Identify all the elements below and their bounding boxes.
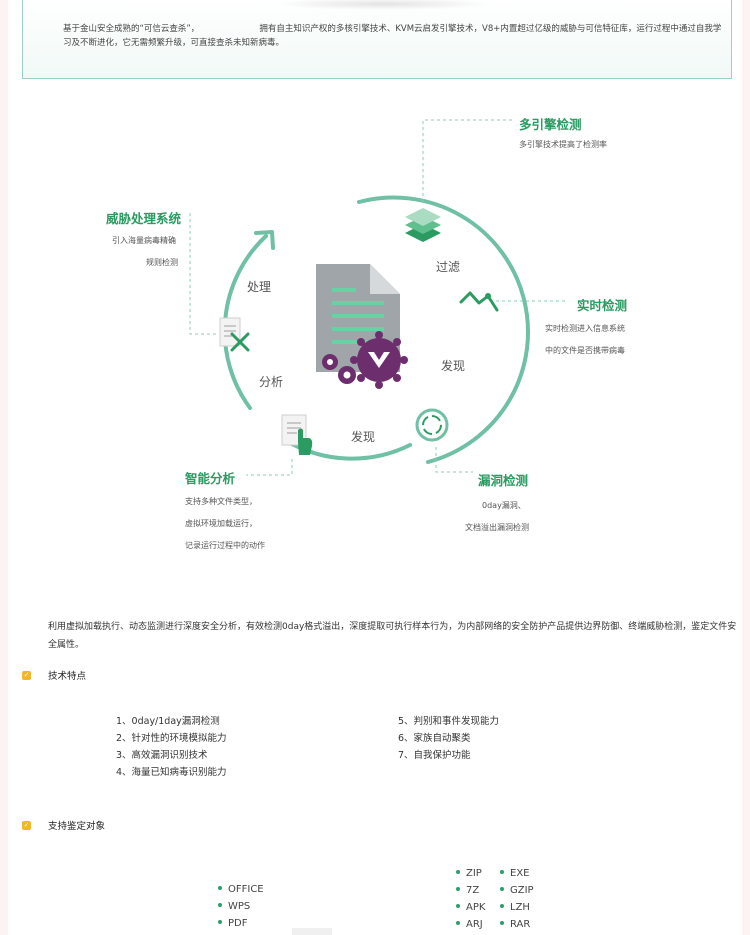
format-label: 7Z xyxy=(466,885,480,896)
format-item: EXE xyxy=(500,865,530,883)
format-label: ARJ xyxy=(466,919,483,930)
features-heading: ✓ 技术特点 xyxy=(22,668,86,682)
node-multi-engine-desc: 多引擎技术提高了检测率 xyxy=(519,140,607,149)
right-margin xyxy=(742,0,750,935)
format-item: 7Z xyxy=(456,882,479,900)
intro-text-a: 基于金山安全成熟的“可信云查杀”， xyxy=(63,24,200,34)
node-multi-engine-title: 多引擎检测 xyxy=(519,117,582,132)
node-threat-title: 威胁处理系统 xyxy=(106,211,182,226)
intro-box: 基于金山安全成熟的“可信云查杀”，拥有自主知识产权的多核引擎技术、KVM云启发引… xyxy=(22,0,732,79)
node-vuln-desc-2: 文档溢出漏洞检测 xyxy=(465,523,529,532)
bullet-icon xyxy=(500,870,504,874)
bullet-icon xyxy=(456,904,460,908)
bullet-icon xyxy=(456,887,460,891)
detection-diagram: 多引擎检测 多引擎技术提高了检测率 实时检测 实时检测进入信息系统 中的文件是否… xyxy=(0,90,750,610)
feature-item: 7、自我保护功能 xyxy=(398,750,471,761)
diagram-graphics xyxy=(189,119,566,476)
bullet-icon xyxy=(500,904,504,908)
feature-item: 2、针对性的环境模拟能力 xyxy=(116,733,227,744)
ring-arrow-icon xyxy=(254,230,275,250)
format-label: RAR xyxy=(510,919,531,930)
format-item: APK xyxy=(456,899,485,917)
formats-heading: ✓ 支持鉴定对象 xyxy=(22,818,105,832)
feature-item: 4、海量已知病毒识别能力 xyxy=(116,767,227,778)
bullet-icon xyxy=(456,870,460,874)
format-item: RAR xyxy=(500,916,530,934)
bullet-icon xyxy=(218,920,222,924)
intro-text-b: 拥有自主知识产权的多核引擎技术、KVM云启发引擎技术，V8+内置超过亿级的威胁与… xyxy=(63,24,722,48)
connectors xyxy=(189,119,566,476)
format-label: PDF xyxy=(228,918,248,929)
format-label: ZIP xyxy=(466,868,482,879)
format-item: PDF xyxy=(218,915,247,933)
stage-analyze: 分析 xyxy=(259,375,284,389)
intro-text: 基于金山安全成熟的“可信云查杀”，拥有自主知识产权的多核引擎技术、KVM云启发引… xyxy=(63,22,723,50)
bullet-icon xyxy=(500,921,504,925)
format-item: WPS xyxy=(218,898,250,916)
pulse-icon xyxy=(459,291,499,312)
format-label: OFFICE xyxy=(228,884,264,895)
connector-smart xyxy=(246,459,293,476)
doc-tools-icon xyxy=(219,317,250,352)
node-smart-desc-1: 支持多种文件类型， xyxy=(185,497,257,506)
format-label: EXE xyxy=(510,868,530,879)
features-heading-text: 技术特点 xyxy=(48,671,87,682)
format-item: ZIP xyxy=(456,865,482,883)
bullet-icon xyxy=(500,887,504,891)
node-smart-desc-2: 虚拟环境加载运行， xyxy=(185,519,257,528)
feature-item: 5、判别和事件发现能力 xyxy=(398,716,500,727)
format-item: OFFICE xyxy=(218,881,264,899)
format-label: APK xyxy=(466,902,486,913)
bullet-icon xyxy=(456,921,460,925)
connector-vuln xyxy=(435,447,473,473)
bullet-icon xyxy=(218,903,222,907)
formats-heading-text: 支持鉴定对象 xyxy=(48,821,106,832)
bottom-bar xyxy=(292,928,332,935)
format-label: GZIP xyxy=(510,885,534,896)
left-margin xyxy=(0,0,8,935)
format-item: LZH xyxy=(500,899,530,917)
node-realtime-title: 实时检测 xyxy=(577,298,628,313)
format-label: LZH xyxy=(510,902,530,913)
feature-item: 6、家族自动聚类 xyxy=(398,733,471,744)
node-threat-desc-2: 规则检测 xyxy=(146,258,178,267)
connector-threat xyxy=(189,213,216,335)
feature-item: 3、高效漏洞识别技术 xyxy=(116,750,208,761)
checkbox-icon: ✓ xyxy=(22,820,31,830)
stage-filter: 过滤 xyxy=(436,260,461,274)
node-realtime-desc-2: 中的文件是否携带病毒 xyxy=(545,346,625,355)
stage-discover-right: 发现 xyxy=(441,359,466,373)
intro-glow xyxy=(273,0,493,10)
layers-icon xyxy=(405,208,441,242)
node-smart-title: 智能分析 xyxy=(185,471,236,486)
ring-arc-right xyxy=(357,195,530,464)
format-label: WPS xyxy=(228,901,251,912)
doc-hand-icon xyxy=(281,414,313,455)
target-icon xyxy=(415,408,449,442)
format-item: GZIP xyxy=(500,882,534,900)
virus-icon xyxy=(322,331,408,389)
node-threat-desc-1: 引入海量病毒精确 xyxy=(112,236,176,245)
node-vuln-title: 漏洞检测 xyxy=(478,473,529,488)
connector-multi-engine xyxy=(422,119,512,202)
stage-handle: 处理 xyxy=(247,280,272,294)
bullet-icon xyxy=(218,886,222,890)
stage-discover-bottom: 发现 xyxy=(351,430,376,444)
feature-item: 1、0day/1day漏洞检测 xyxy=(116,716,220,727)
node-realtime-desc-1: 实时检测进入信息系统 xyxy=(545,324,625,333)
node-vuln-desc-1: 0day漏洞、 xyxy=(482,501,526,510)
checkbox-icon: ✓ xyxy=(22,670,31,680)
description-paragraph: 利用虚拟加载执行、动态监测进行深度安全分析，有效检测0day格式溢出，深度提取可… xyxy=(48,622,737,650)
node-smart-desc-3: 记录运行过程中的动作 xyxy=(185,541,265,550)
format-item: ARJ xyxy=(456,916,483,934)
